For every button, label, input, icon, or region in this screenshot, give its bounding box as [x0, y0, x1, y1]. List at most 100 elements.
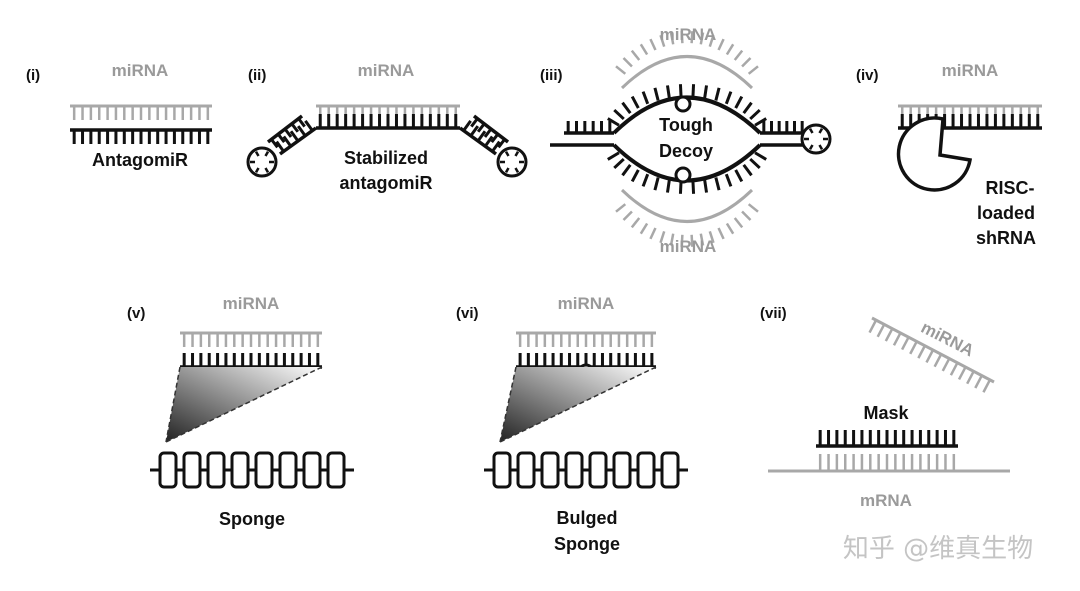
panel-ii-left-stem-b-tooth [297, 117, 306, 128]
panel-vi-sponge-site [588, 451, 608, 489]
panel-iii-mirna-top-tooth [699, 32, 705, 45]
panel-ii: (ii) miRNA Stabilized antagomiR [248, 61, 433, 193]
panel-ii-left-stem-a-tooth [289, 130, 300, 142]
panel-iii-mirna-bottom-tooth [747, 203, 759, 213]
panel-iii-mirna-top-tooth [717, 38, 725, 51]
panel-ii-left-stem-b-tooth [270, 138, 279, 149]
panel-iii: (iii) miRNA miRNA Tough Decoy [540, 25, 716, 256]
panel-iii-mirna-top-tooth [690, 31, 694, 44]
panel-iii-lower-tooth [613, 157, 625, 170]
panel-iii-right-loop-icon [800, 123, 832, 155]
panel-ii-name-line2: antagomiR [339, 173, 432, 193]
panel-iii-mirna-top-tooth [630, 49, 641, 61]
panel-iii-upper-tooth [724, 91, 733, 105]
panel-vi-sponge-site [660, 451, 680, 489]
panel-vii-mirna-strand-tooth [933, 353, 943, 368]
panel-ii-right-stem-a-tooth [483, 135, 494, 148]
panel-iii-mirna-bottom-tooth [669, 233, 675, 246]
panel-iii-name-line1: Tough [659, 115, 713, 135]
panel-iii-lower-tooth [724, 173, 733, 187]
panel-vi-mirna-label: miRNA [558, 294, 615, 313]
panel-vii-mrna-label: mRNA [860, 491, 912, 510]
panel-iii-upper-tooth [630, 95, 640, 109]
panel-ii-left-loop-icon [246, 146, 278, 178]
panel-iii-lower-tooth [714, 177, 721, 191]
panel-ii-left-stem-a-tooth [282, 135, 293, 148]
panel-iii-lower-tooth [749, 157, 761, 170]
panel-ii-right-loop-icon-dash [504, 150, 510, 157]
panel-ii-right-loop-icon-dash [514, 167, 520, 174]
panel-iii-mirna-bottom-arc [620, 188, 754, 223]
panel-iii-mirna-bottom-tooth [659, 231, 666, 244]
panel-iii-mirna-top-tooth [733, 49, 744, 61]
panel-vii-mirna-label: miRNA [918, 318, 977, 361]
panel-iii-right-loop-icon-dash [808, 127, 814, 134]
panel-v-sponge-site [182, 451, 202, 489]
panel-vii-mirna-strand-tooth [884, 328, 894, 342]
panel-ii-left-loop-icon-dash [254, 167, 260, 174]
panel-iii-lower-tooth [691, 180, 696, 194]
panel-iii-mirna-top-label: miRNA [660, 25, 717, 44]
panel-iii-mirna-bottom-tooth [690, 234, 694, 247]
panel-iii-mirna-top-tooth [741, 57, 752, 68]
panel-ii-left-stem-b-tooth [283, 128, 293, 138]
panel-iii-lower-bulge-icon [674, 166, 692, 184]
panel-iii-lower-tooth [734, 169, 744, 183]
panel-v-mirna-label: miRNA [223, 294, 280, 313]
panel-iii-mirna-top-tooth [669, 32, 675, 45]
panel-iii-mirna-bottom-tooth [708, 231, 715, 244]
panel-vi-tag: (vi) [456, 305, 479, 322]
panel-iii-name-line2: Decoy [659, 141, 713, 161]
panel-vii-mask-label: Mask [863, 403, 909, 423]
panel-i-tag: (i) [26, 67, 40, 84]
panel-iii-upper-tooth [678, 84, 683, 98]
panel-iii-mirna-bottom-tooth [741, 210, 752, 221]
panel-iii-lower-tooth [665, 179, 671, 193]
panel-iii-upper-tooth [665, 85, 671, 99]
panel-iii-mirna-top-tooth [747, 65, 759, 75]
panel-ii-left-stem-a-tooth [304, 119, 314, 132]
panel-iii-upper-tooth [754, 117, 767, 127]
panel-ii-right-stem-b-tooth [470, 117, 479, 128]
panel-iii-lower-tooth [653, 177, 660, 191]
panel-vi: (vi) miRNA Bulged Sponge [456, 294, 657, 554]
panel-iii-mirna-bottom-label: miRNA [660, 237, 717, 256]
panel-iii-mirna-top-tooth [639, 43, 649, 56]
panel-iii-mirna-bottom-tooth [725, 222, 735, 235]
panel-vii-mirna-strand-tooth [957, 366, 967, 381]
panel-ii-left-loop-icon-dash [264, 150, 270, 157]
panel-ii-mirna-label: miRNA [358, 61, 415, 80]
panel-iii-upper-tooth [621, 101, 632, 115]
panel-vi-sponge-site [564, 451, 584, 489]
panel-iii-mirna-top-tooth [680, 31, 684, 44]
panel-v-tag: (v) [127, 305, 145, 322]
panel-ii-right-loop-icon [496, 146, 528, 178]
panel-iii-right-loop-icon-dash [808, 144, 814, 151]
panel-vi-name-line1: Bulged [557, 508, 618, 528]
panel-vi-sponge-site [540, 451, 560, 489]
panel-ii-left-stem-b-tooth [277, 133, 286, 144]
panel-iv: (iv) miRNA RISC- loaded shRNA [856, 61, 1036, 248]
strand-layer [70, 31, 1042, 489]
panel-iii-mirna-bottom-tooth [630, 217, 641, 229]
panel-v-sponge-site [278, 451, 298, 489]
panel-iv-name-line1: RISC- [986, 178, 1035, 198]
panel-ii-right-stem-b-tooth [490, 133, 499, 144]
risc-pacman-icon [896, 116, 973, 192]
panel-vi-sponge-site [636, 451, 656, 489]
panel-ii-left-loop-icon-dash [264, 167, 270, 174]
panel-ii-right-loop-icon-dash [514, 150, 520, 157]
panel-vii-mirna-strand-tooth [925, 349, 935, 363]
panel-v-sponge-site [230, 451, 250, 489]
panel-ii-right-loop-icon-dash [504, 167, 510, 174]
panel-iv-name-line2: loaded [977, 203, 1035, 223]
watermark-text: 知乎 @维真生物 [843, 534, 1033, 564]
panel-iii-mirna-bottom-tooth [622, 210, 633, 221]
panel-vii-mirna-strand-tooth [941, 357, 951, 372]
panel-iii-mirna-bottom-tooth [649, 227, 657, 240]
panel-vii-mirna-strand-tooth [966, 370, 975, 385]
panel-ii-right-stem-b-tooth [483, 128, 493, 138]
panel-iii-mirna-top-tooth [659, 34, 666, 47]
panel-iii-mirna-bottom-tooth [615, 203, 627, 213]
panel-v: (v) miRNA Sponge [127, 294, 323, 529]
